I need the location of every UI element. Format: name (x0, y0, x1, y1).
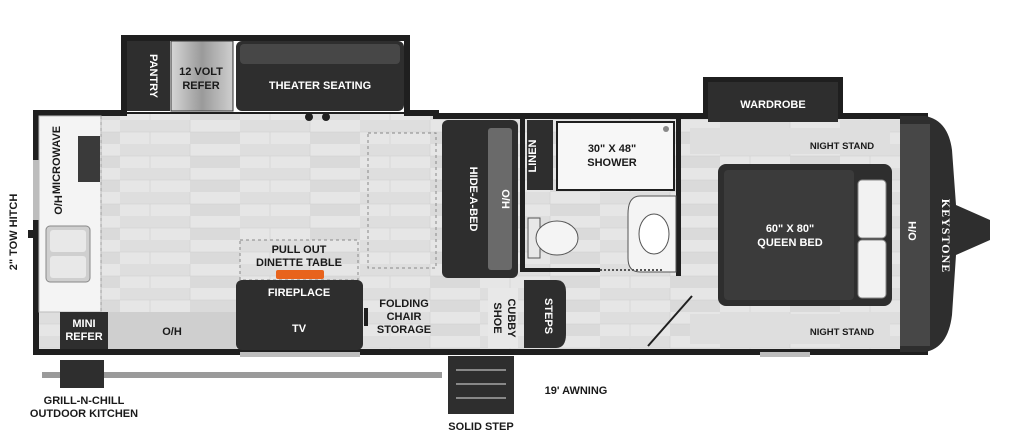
mini-refer (60, 312, 108, 349)
linen-label: LINEN (527, 139, 539, 172)
mini-refer-label-2: REFER (65, 331, 102, 343)
bath-wall-bottom (520, 268, 600, 272)
oh-front-label: O/H (162, 326, 182, 338)
queen-label-2: QUEEN BED (757, 237, 822, 249)
sink-basin (50, 230, 86, 252)
dinette-label-2: DINETTE TABLE (256, 257, 342, 269)
refer-12v-label-1: 12 VOLT (179, 66, 223, 78)
tow-hitch-icon (28, 230, 36, 238)
folding-label-3: STORAGE (377, 324, 431, 336)
night-stand-bottom (690, 314, 890, 344)
pillow (857, 239, 887, 299)
queen-bed-mattress (724, 170, 854, 300)
awning-label: 19' AWNING (545, 385, 608, 397)
tv-label: TV (292, 323, 307, 335)
window (240, 352, 360, 357)
wardrobe-label: WARDROBE (740, 99, 805, 111)
fireplace-label: FIREPLACE (268, 287, 330, 299)
solid-step-label: SOLID STEP (448, 421, 513, 433)
window (760, 352, 810, 357)
oh-hab-label: O/H (499, 189, 511, 209)
theater-seating-label: THEATER SEATING (269, 80, 371, 92)
pantry-label: PANTRY (147, 54, 159, 99)
keystone-logo: KEYSTONE (939, 199, 953, 273)
pillow (857, 179, 887, 239)
fireplace-flame-icon (276, 270, 324, 279)
night-stand-top (690, 128, 890, 154)
folding-chair-storage (364, 308, 368, 326)
microwave (78, 136, 100, 182)
shoe-label-2: CUBBY (505, 298, 517, 338)
sink-basin (50, 256, 86, 278)
queen-label-1: 60" X 80" (766, 223, 814, 235)
entry-door-swing (647, 295, 693, 347)
cup-holder-icon (322, 113, 330, 121)
awning (42, 372, 442, 378)
pantry-cabinet (127, 41, 170, 111)
shower-drain-icon (663, 126, 669, 132)
outdoor-kitchen-label-1: GRILL-N-CHILL (44, 395, 125, 407)
shower-label-2: SHOWER (587, 157, 637, 169)
tv-fireplace-cabinet (236, 280, 363, 350)
outdoor-kitchen-label-2: OUTDOOR KITCHEN (30, 408, 138, 420)
mini-refer-label-1: MINI (72, 318, 95, 330)
refer-12v (170, 40, 234, 112)
overhead-outline (367, 132, 437, 269)
oh-bedroom-label: O/H (907, 221, 919, 241)
outdoor-kitchen (60, 360, 104, 388)
steps (524, 280, 566, 348)
oh-kitchen-label: O/H (53, 195, 65, 215)
linen-cabinet (527, 120, 553, 190)
oh-bedroom-cabinet (900, 124, 930, 346)
wardrobe (708, 82, 838, 122)
bath-sink-icon (638, 213, 670, 255)
toilet-icon (535, 220, 579, 256)
bath-wall-right (676, 116, 681, 276)
night-stand-bottom-label: NIGHT STAND (810, 327, 874, 338)
theater-seat-back (240, 44, 400, 64)
refer-12v-label-2: REFER (182, 80, 219, 92)
folding-label-2: CHAIR (387, 311, 422, 323)
bath-wall-left (520, 116, 525, 270)
shower (556, 121, 675, 191)
hide-a-bed-label: HIDE-A-BED (467, 167, 479, 232)
tow-hitch-label: 2" TOW HITCH (8, 194, 20, 271)
front-base-cabinet (108, 312, 236, 349)
folding-label-1: FOLDING (379, 298, 429, 310)
night-stand-top-label: NIGHT STAND (810, 141, 874, 152)
dinette-label-1: PULL OUT (272, 244, 327, 256)
shoe-cubby (488, 288, 518, 348)
microwave-label: MICROWAVE (51, 126, 63, 194)
window (33, 160, 39, 220)
shoe-label-1: SHOE (491, 302, 503, 333)
steps-label: STEPS (542, 298, 554, 334)
shower-label-1: 30" X 48" (588, 143, 636, 155)
cup-holder-icon (305, 113, 313, 121)
hide-a-bed-cushion (488, 128, 512, 270)
